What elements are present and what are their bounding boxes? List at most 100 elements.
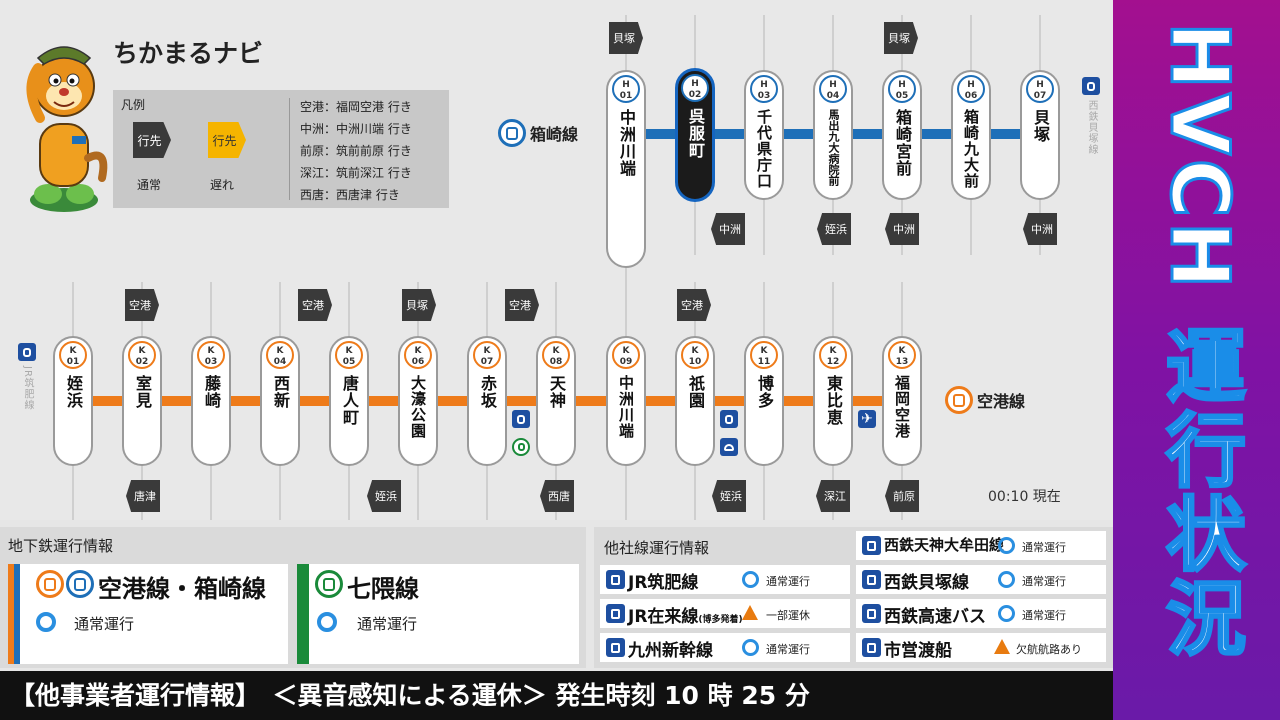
operator-status-item[interactable]: JR在来線(博多発着) 一部運休 <box>600 599 850 628</box>
train-indicator-down[interactable]: 姪浜 <box>817 213 851 245</box>
train-indicator-up[interactable]: 貝塚 <box>402 289 436 321</box>
subway-info-panel: 地下鉄運行情報 空港線・箱崎線 通常運行 七隈線 通常運行 <box>0 527 586 668</box>
train-indicator-up[interactable]: 貝塚 <box>609 22 643 54</box>
legend-destination: 深江：筑前深江 行き <box>300 166 412 180</box>
kuko-line-icon <box>945 386 973 414</box>
train-indicator-up[interactable]: 空港 <box>505 289 539 321</box>
hakozaki-line-label: 箱崎線 <box>498 119 578 147</box>
operator-status: 通常運行 <box>1022 541 1066 554</box>
partial-suspension-icon <box>994 639 1010 654</box>
app-title: ちかまるナビ <box>113 39 264 68</box>
card-line-name: 空港線・箱崎線 <box>98 575 266 603</box>
normal-status-icon <box>998 537 1015 554</box>
operator-name: 九州新幹線 <box>628 641 713 661</box>
operator-name: JR筑肥線 <box>628 573 699 593</box>
operator-status-item[interactable]: JR筑肥線 通常運行 <box>600 565 850 594</box>
station-name: 赤坂 <box>478 375 497 409</box>
station-name: 中洲川端 <box>617 375 635 439</box>
kuko-hakozaki-status-card[interactable]: 空港線・箱崎線 通常運行 <box>8 564 288 664</box>
train-indicator-down[interactable]: 姪浜 <box>712 480 746 512</box>
station-name: 箱崎九大前 <box>962 109 980 189</box>
operator-status-item[interactable]: 西鉄貝塚線 通常運行 <box>856 565 1106 594</box>
legend-destination: 西唐：西唐津 行き <box>300 188 400 202</box>
kuko-line-icon <box>36 570 64 598</box>
station-name: 藤崎 <box>202 375 221 409</box>
chikamaru-mascot-icon <box>26 46 108 212</box>
operator-name: JR在来線(博多発着) <box>628 607 743 627</box>
train-indicator-down[interactable]: 西唐 <box>540 480 574 512</box>
legend-divider <box>289 98 290 200</box>
operator-name: 西鉄天神大牟田線 <box>884 536 1005 554</box>
operator-status: 通常運行 <box>1022 609 1066 622</box>
train-indicator-down[interactable]: 中洲 <box>885 213 919 245</box>
train-indicator-down[interactable]: 中洲 <box>1023 213 1057 245</box>
operator-status-item[interactable]: 九州新幹線 通常運行 <box>600 633 850 662</box>
train-indicator-up[interactable]: 空港 <box>298 289 332 321</box>
card-status: 通常運行 <box>357 615 418 633</box>
card-status: 通常運行 <box>74 615 135 633</box>
train-indicator-down[interactable]: 深江 <box>816 480 850 512</box>
station-name: 大濠公園 <box>409 375 427 439</box>
nanakuma-status-card[interactable]: 七隈線 通常運行 <box>297 564 579 664</box>
station-name: 東比恵 <box>824 375 843 426</box>
legend-destination: 前原：筑前前原 行き <box>300 144 412 158</box>
legend-box: 凡例 行先 通常 行先 遅れ 空港：福岡空港 行き 中洲：中洲川端 行き 前原：… <box>113 90 449 208</box>
train-indicator-down[interactable]: 唐津 <box>126 480 160 512</box>
normal-status-icon <box>36 612 56 632</box>
nanakuma-line-icon <box>512 438 530 456</box>
shinkansen-icon <box>606 638 625 657</box>
normal-status-icon <box>998 605 1015 622</box>
operator-status-item[interactable]: 西鉄天神大牟田線 通常運行 <box>856 531 1106 560</box>
operator-status-item[interactable]: 市営渡船 欠航航路あり <box>856 633 1106 662</box>
station-name: 貝塚 <box>1031 109 1050 143</box>
operator-status: 通常運行 <box>1022 575 1066 588</box>
operator-name: 西鉄高速バス <box>884 607 986 627</box>
card-line-name: 七隈線 <box>347 575 419 603</box>
airport-plane-icon: ✈ <box>858 410 876 428</box>
hakozaki-line-icon <box>66 570 94 598</box>
nishitetsu-train-icon <box>862 570 881 589</box>
train-indicator-up[interactable]: 空港 <box>125 289 159 321</box>
train-indicator-up[interactable]: 空港 <box>677 289 711 321</box>
hakozaki-line-name: 箱崎線 <box>530 125 579 144</box>
operator-status-item[interactable]: 西鉄高速バス 通常運行 <box>856 599 1106 628</box>
station-name: 唐人町 <box>340 375 359 426</box>
train-indicator-down[interactable]: 中洲 <box>711 213 745 245</box>
train-indicator-down[interactable]: 前原 <box>885 480 919 512</box>
train-indicator-down[interactable]: 姪浜 <box>367 480 401 512</box>
partial-suspension-icon <box>742 605 758 620</box>
kuko-line-name: 空港線 <box>977 392 1026 411</box>
route-map: ちかまるナビ 凡例 行先 通常 行先 遅れ 空港：福岡空港 行き 中洲：中洲川端… <box>18 15 1100 520</box>
station-name: 天神 <box>547 375 566 409</box>
train-indicator-up[interactable]: 貝塚 <box>884 22 918 54</box>
